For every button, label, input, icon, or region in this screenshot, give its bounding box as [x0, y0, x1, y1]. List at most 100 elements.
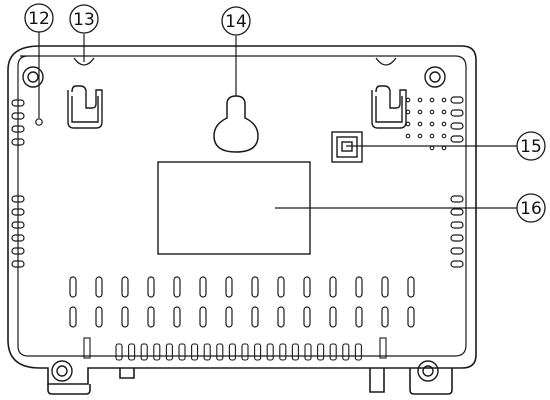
vent-slot [329, 306, 337, 328]
side-slot [11, 125, 25, 133]
edge-rib [279, 343, 287, 361]
vent-slot [199, 306, 207, 328]
side-slot [11, 208, 25, 216]
vent-slot [69, 276, 77, 298]
side-slot [11, 260, 25, 268]
edge-rib [228, 343, 236, 361]
side-slot [11, 234, 25, 242]
right-vent-slots [450, 96, 464, 268]
callout-16: 16 [516, 193, 546, 223]
edge-rib [241, 343, 249, 361]
speaker-hole [429, 121, 435, 127]
vent-slot [121, 306, 129, 328]
screw-top-left [22, 66, 44, 88]
speaker-hole [441, 109, 447, 115]
bottom-vent-slots [69, 276, 415, 328]
screw-bottom-right [417, 360, 439, 382]
vent-slot [277, 306, 285, 328]
speaker-hole [441, 145, 447, 151]
speaker-hole [429, 133, 435, 139]
edge-rib [115, 343, 123, 361]
vent-slot [147, 276, 155, 298]
keyhole-mount [213, 95, 259, 153]
vent-slot [173, 276, 181, 298]
svg-text:14: 14 [225, 12, 247, 32]
wall-hook-left [67, 85, 103, 129]
top-tab-right [375, 57, 397, 66]
edge-rib [254, 343, 262, 361]
screw-bottom-left [51, 360, 73, 382]
wall-hook-right [371, 85, 407, 129]
speaker-hole [429, 145, 435, 151]
speaker-hole [405, 121, 411, 127]
vent-slot [251, 276, 259, 298]
edge-rib [266, 343, 274, 361]
vent-slot [303, 276, 311, 298]
vent-slot [95, 306, 103, 328]
edge-rib [304, 343, 312, 361]
speaker-hole [441, 133, 447, 139]
svg-text:16: 16 [520, 199, 542, 219]
edge-rib [128, 343, 136, 361]
side-slot [450, 234, 464, 242]
speaker-hole [429, 109, 435, 115]
side-slot [450, 247, 464, 255]
speaker-hole [441, 121, 447, 127]
top-tab-left [73, 57, 95, 66]
vent-slot [69, 306, 77, 328]
edge-rib [178, 343, 186, 361]
vent-slot [407, 276, 415, 298]
speaker-hole [441, 97, 447, 103]
screw-top-right [424, 66, 446, 88]
vent-slot [225, 276, 233, 298]
svg-text:13: 13 [73, 10, 95, 30]
vent-slot [199, 276, 207, 298]
side-slot [450, 208, 464, 216]
speaker-hole [417, 133, 423, 139]
edge-rib [342, 343, 350, 361]
vent-slot [121, 276, 129, 298]
vent-slot [329, 276, 337, 298]
speaker-hole [405, 97, 411, 103]
side-slot [11, 195, 25, 203]
vent-slot [407, 306, 415, 328]
edge-rib [379, 337, 387, 359]
speaker-hole [417, 121, 423, 127]
edge-rib [191, 343, 199, 361]
vent-slot [147, 306, 155, 328]
speaker-hole [417, 109, 423, 115]
svg-text:15: 15 [520, 137, 542, 157]
reset-hole [35, 118, 43, 126]
side-slot [11, 138, 25, 146]
edge-rib [216, 343, 224, 361]
side-slot [450, 260, 464, 268]
callout-13: 13 [69, 4, 99, 34]
edge-rib [153, 343, 161, 361]
speaker-hole [429, 97, 435, 103]
side-slot [11, 112, 25, 120]
speaker-hole [405, 109, 411, 115]
side-slot [450, 122, 464, 130]
speaker-hole [417, 97, 423, 103]
side-slot [11, 247, 25, 255]
vent-slot [277, 276, 285, 298]
edge-rib [329, 343, 337, 361]
edge-rib [354, 343, 362, 361]
side-slot [450, 221, 464, 229]
callout-12: 12 [24, 3, 54, 33]
edge-rib [165, 343, 173, 361]
callout-14: 14 [221, 6, 251, 36]
vent-slot [251, 306, 259, 328]
edge-rib [83, 337, 91, 359]
edge-rib [291, 343, 299, 361]
vent-slot [225, 306, 233, 328]
side-slot [450, 135, 464, 143]
edge-rib [317, 343, 325, 361]
vent-slot [381, 306, 389, 328]
callout-leaders [38, 32, 517, 209]
side-slot [450, 96, 464, 104]
side-slot [450, 195, 464, 203]
connector-port [331, 131, 363, 163]
